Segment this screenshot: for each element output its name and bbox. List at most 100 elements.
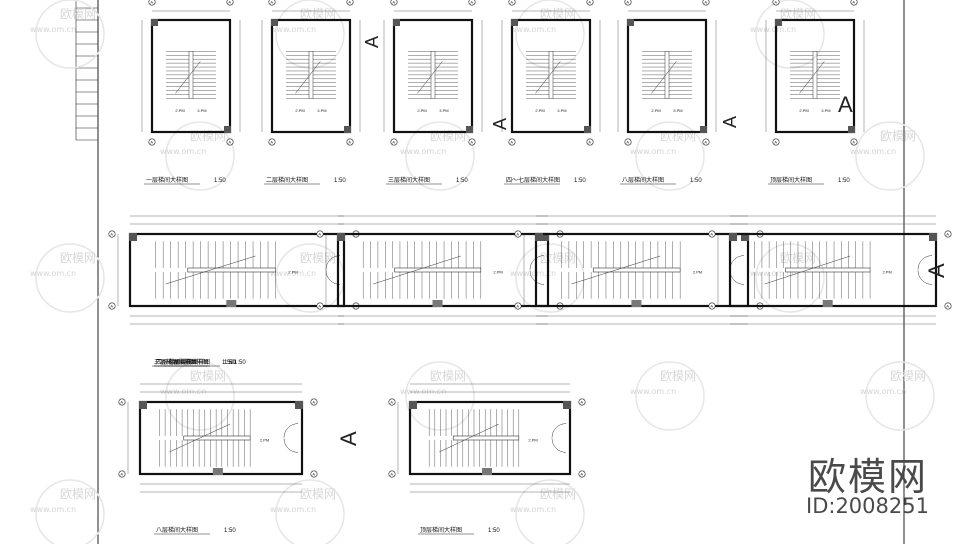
wall: [534, 232, 750, 308]
column: [584, 126, 591, 133]
handrail: [188, 51, 194, 99]
watermark-url: www.om.cn: [160, 147, 206, 156]
axis-label: A: [710, 232, 713, 237]
wall: [774, 18, 856, 134]
axis-bubble: [310, 398, 318, 406]
axis-label: A: [704, 140, 707, 145]
plan-scale: 1:50: [214, 178, 226, 184]
handrail: [394, 267, 482, 273]
plan-scale: 1:50: [334, 178, 346, 184]
axis-bubble: [708, 302, 716, 310]
axis-label: A: [510, 140, 513, 145]
axis-bubble: [346, 0, 354, 6]
direction-arrow: [651, 61, 677, 94]
direction-arrow: [165, 255, 256, 285]
column: [775, 19, 782, 26]
handrail: [187, 267, 276, 273]
watermark-ring: [755, 243, 825, 313]
axis-bubble: [578, 470, 586, 478]
plan-scale: 1:50: [456, 178, 468, 184]
door-swing: [551, 438, 567, 453]
plan-scale: 1:50: [234, 360, 246, 366]
door-swing: [917, 270, 933, 285]
plan-caption: 一层梯间大样图: [166, 358, 208, 366]
wall: [510, 18, 592, 134]
note-text: 2.PM: [175, 108, 184, 113]
wall: [336, 232, 550, 308]
note-text: 3.PM: [317, 108, 326, 113]
column: [226, 300, 237, 307]
plan-caption: 八层梯间大样图: [622, 176, 664, 184]
note-text: 2.PM: [288, 270, 297, 275]
handrail: [785, 267, 871, 273]
watermark-brand: 欧模网: [430, 369, 466, 383]
title-block: [76, 7, 98, 141]
axis-label: A: [588, 140, 591, 145]
wall: [728, 232, 938, 308]
plan-caption: 二层梯间大样图: [266, 176, 308, 184]
plan-scale: 1:50: [838, 178, 850, 184]
column: [741, 233, 749, 241]
watermark-ring: [35, 479, 105, 544]
wall: [150, 18, 232, 134]
axis-label: A: [312, 400, 315, 405]
column: [432, 300, 443, 307]
axis-bubble: [578, 398, 586, 406]
axis-bubble: [108, 302, 116, 310]
handrail: [452, 435, 520, 441]
note-text: 3.PM: [557, 108, 566, 113]
axis-label: A: [120, 472, 123, 477]
note-text: 2.PM: [417, 108, 426, 113]
watermark-url: www.om.cn: [30, 25, 76, 34]
axis-label: A: [774, 140, 777, 145]
plan-scale: 1:50: [690, 178, 702, 184]
axis-bubble: [508, 0, 516, 6]
watermark-brand: 欧模网: [880, 129, 916, 143]
note-text: 3.PM: [821, 108, 830, 113]
watermark-url: www.om.cn: [30, 269, 76, 278]
axis-bubble: [702, 138, 710, 146]
note-text: 2.PM: [882, 270, 891, 275]
watermark-url: www.om.cn: [510, 505, 556, 514]
watermark-brand: 欧模网: [890, 369, 926, 383]
axis-bubble: [268, 0, 276, 6]
watermark-url: www.om.cn: [30, 505, 76, 514]
watermark-url: www.om.cn: [270, 25, 316, 34]
direction-arrow: [764, 255, 851, 285]
axis-label: A: [580, 400, 583, 405]
handrail: [812, 51, 818, 99]
axis-bubble: [390, 138, 398, 146]
axis-label: A: [470, 140, 473, 145]
axis-bubble: [944, 230, 952, 238]
watermark-ring: [405, 361, 475, 431]
plan-caption: 八层梯间大样图: [156, 526, 198, 534]
axis-bubble: [118, 398, 126, 406]
column: [295, 401, 303, 409]
axis-label: A: [626, 0, 629, 5]
axis-label: A: [348, 0, 351, 5]
axis-bubble: [772, 0, 780, 6]
plan-scale: 1:50: [222, 360, 234, 366]
note-text: 2.PM: [295, 108, 304, 113]
axis-label: A: [946, 304, 949, 309]
axis-label: A: [390, 400, 393, 405]
axis-bubble: [148, 0, 156, 6]
section-mark: A: [838, 92, 853, 117]
watermark-brand: 欧模网: [300, 7, 336, 21]
axis-bubble: [268, 138, 276, 146]
axis-bubble: [388, 398, 396, 406]
axis-bubble: [468, 138, 476, 146]
watermark-layer: 欧模网 www.om.cn 欧模网 www.om.cn 欧模网 www.om.cn 欧模网 w…: [30, 0, 935, 544]
axis-label: A: [588, 0, 591, 5]
axis-label: A: [852, 140, 855, 145]
watermark-brand: 欧模网: [808, 455, 929, 499]
axis-bubble: [514, 230, 522, 238]
watermark-url: www.om.cn: [160, 387, 206, 396]
axis-label: A: [110, 232, 113, 237]
axis-label: A: [390, 472, 393, 477]
axis-label: A: [516, 304, 519, 309]
